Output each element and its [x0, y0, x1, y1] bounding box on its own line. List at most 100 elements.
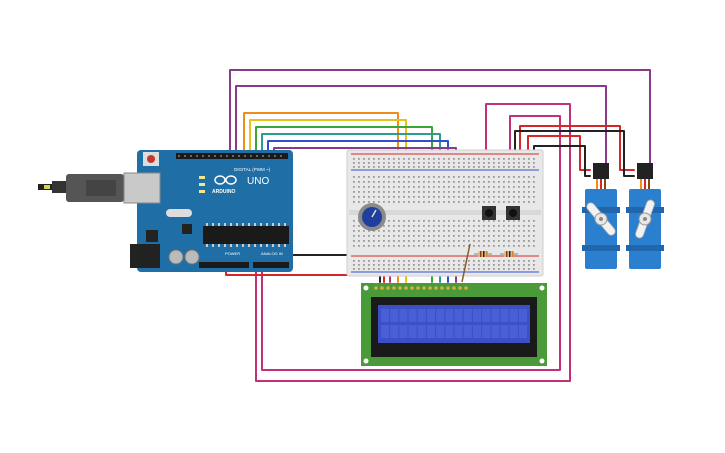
lcd-16x2[interactable]: [361, 283, 547, 366]
header-pin: [190, 155, 192, 157]
breadboard-hole: [353, 186, 355, 188]
servo-left-horn[interactable]: [584, 200, 619, 238]
breadboard-hole: [488, 235, 490, 237]
breadboard-hole: [363, 260, 365, 262]
chip-pin: [212, 223, 214, 226]
breadboard-hole: [393, 235, 395, 237]
resistor-1[interactable]: [474, 251, 492, 257]
breadboard-hole: [468, 186, 470, 188]
breadboard-hole: [433, 225, 435, 227]
servo-right-horn[interactable]: [633, 198, 658, 240]
header-pin: [196, 155, 198, 157]
lcd-pin: [410, 286, 414, 290]
pushbutton-1[interactable]: [482, 206, 496, 220]
servo-left[interactable]: [582, 163, 620, 269]
pushbutton-1-cap[interactable]: [485, 209, 493, 217]
breadboard-hole: [413, 220, 415, 222]
breadboard-hole: [373, 264, 375, 266]
lcd-mount-hole: [539, 285, 545, 291]
lcd-char-cell: [399, 325, 408, 338]
breadboard-hole: [443, 166, 445, 168]
breadboard-hole: [358, 230, 360, 232]
breadboard-hole: [408, 176, 410, 178]
breadboard-hole: [533, 240, 535, 242]
breadboard-hole: [393, 260, 395, 262]
wire-black-servo-left[interactable]: [533, 145, 591, 177]
breadboard-hole: [478, 245, 480, 247]
servo-right[interactable]: [626, 163, 664, 269]
breadboard-hole: [493, 245, 495, 247]
breadboard-hole: [358, 240, 360, 242]
breadboard-hole: [533, 166, 535, 168]
breadboard-hole: [523, 225, 525, 227]
breadboard-hole: [478, 220, 480, 222]
breadboard-hole: [518, 196, 520, 198]
breadboard-hole: [488, 260, 490, 262]
led-l: [199, 176, 205, 179]
breadboard-hole: [373, 230, 375, 232]
breadboard-hole: [458, 181, 460, 183]
capacitor: [184, 249, 200, 265]
reset-button[interactable]: [147, 155, 155, 163]
breadboard-hole: [488, 191, 490, 193]
breadboard-hole: [473, 181, 475, 183]
usb-cable[interactable]: [38, 174, 124, 202]
breadboard-hole: [358, 225, 360, 227]
chip-pin: [266, 223, 268, 226]
breadboard-hole: [528, 196, 530, 198]
usb-plug-grip: [86, 180, 116, 196]
breadboard-hole: [513, 240, 515, 242]
wire-red-servo-left[interactable]: [527, 135, 591, 171]
board-brand: ARDUINO: [212, 189, 235, 195]
breadboard-hole: [428, 186, 430, 188]
wire-black-servo-right[interactable]: [514, 130, 635, 177]
breadboard-hole: [383, 225, 385, 227]
breadboard-hole: [478, 264, 480, 266]
breadboard-hole: [428, 220, 430, 222]
potentiometer[interactable]: [358, 203, 386, 231]
breadboard-hole: [438, 230, 440, 232]
breadboard-hole: [388, 260, 390, 262]
breadboard-hole: [413, 260, 415, 262]
breadboard-hole: [378, 191, 380, 193]
breadboard-hole: [398, 235, 400, 237]
wire-magenta-button-2[interactable]: [261, 115, 561, 371]
wire-purple-servo-right[interactable]: [229, 69, 651, 164]
chip-pin: [206, 244, 208, 247]
lcd-char-cell: [500, 325, 509, 338]
pushbutton-2-cap[interactable]: [509, 209, 517, 217]
lcd-char-cell: [390, 309, 399, 322]
breadboard-hole: [423, 230, 425, 232]
breadboard-hole: [488, 220, 490, 222]
wire-lcd-backlight[interactable]: [461, 243, 471, 283]
lcd-pin: [440, 286, 444, 290]
breadboard-hole: [528, 260, 530, 262]
breadboard-hole: [513, 264, 515, 266]
breadboard-hole: [428, 191, 430, 193]
pushbutton-2[interactable]: [506, 206, 520, 220]
lcd-pin: [446, 286, 450, 290]
breadboard-hole: [423, 162, 425, 164]
breadboard-hole: [453, 245, 455, 247]
breadboard-hole: [418, 245, 420, 247]
breadboard-hole: [513, 260, 515, 262]
breadboard-hole: [453, 235, 455, 237]
wire-purple-servo-left[interactable]: [235, 85, 607, 164]
breadboard-hole: [383, 162, 385, 164]
arduino-uno[interactable]: UNO ARDUINO DIGITAL (PWM ~) POWER ANALOG…: [123, 150, 293, 272]
breadboard-hole: [473, 268, 475, 270]
breadboard-hole: [388, 201, 390, 203]
resistor-2[interactable]: [500, 251, 518, 257]
breadboard-hole: [513, 245, 515, 247]
breadboard-hole: [463, 158, 465, 160]
resistor-2-band: [509, 251, 511, 257]
breadboard-hole: [383, 186, 385, 188]
breadboard-hole: [493, 162, 495, 164]
breadboard-hole: [468, 201, 470, 203]
wire-magenta-button-1[interactable]: [255, 103, 571, 382]
breadboard-hole: [478, 181, 480, 183]
breadboard-hole: [488, 196, 490, 198]
lcd-pin: [380, 286, 384, 290]
breadboard-hole: [493, 158, 495, 160]
breadboard-hole: [398, 201, 400, 203]
